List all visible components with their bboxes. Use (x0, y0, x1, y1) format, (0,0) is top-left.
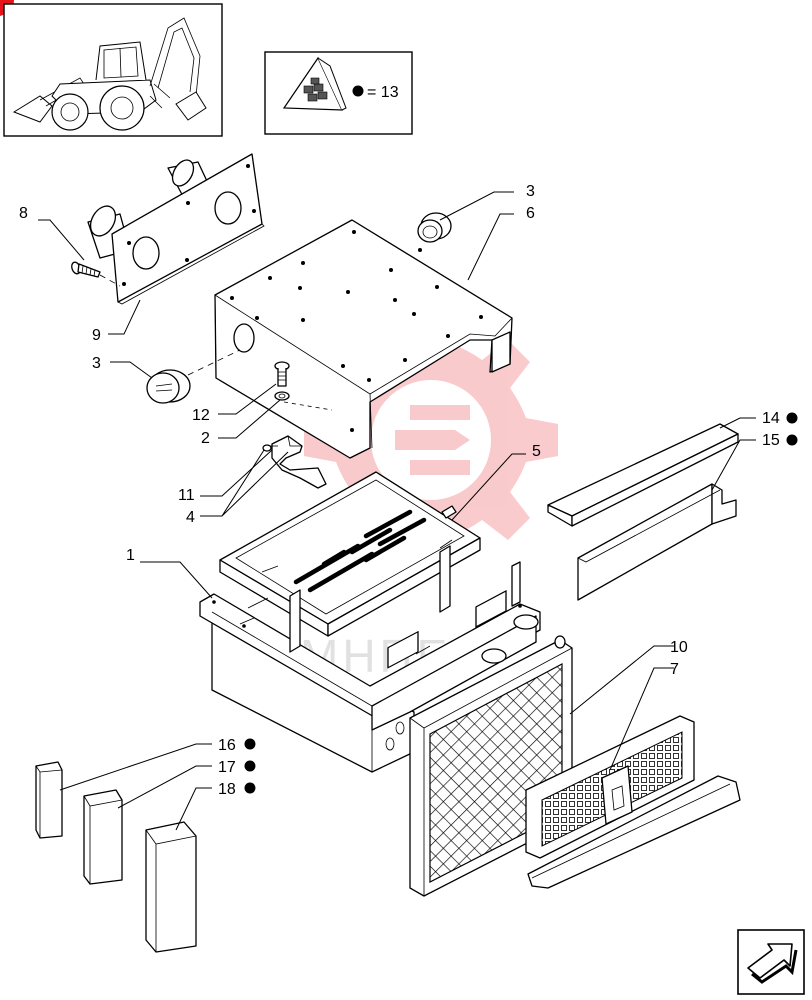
callout-16: 16 (218, 737, 236, 754)
machine-thumbnail (3, 3, 223, 137)
bullet-icon (244, 782, 256, 794)
part-3-grommet-left (146, 349, 241, 404)
callout-2: 2 (201, 430, 210, 447)
part-14-pad (547, 423, 739, 527)
callout-15: 15 (762, 432, 780, 449)
backhoe-loader-icon (12, 17, 207, 131)
part-16-block (35, 761, 63, 839)
legend-value: = 13 (367, 84, 399, 101)
part-18-block (145, 821, 197, 953)
part-7-grill (525, 715, 741, 889)
callout-5: 5 (532, 443, 541, 460)
part-9-plate (87, 153, 265, 305)
callout-1: 1 (126, 547, 135, 564)
part-3-grommet-top (417, 212, 452, 243)
callout-labels: 8 9 3 3 6 12 2 11 4 5 1 14 15 10 7 16 17… (19, 183, 798, 798)
bullet-icon (244, 738, 256, 750)
part-2-washer (274, 391, 333, 411)
callout-4: 4 (186, 509, 195, 526)
part-12-bolt (274, 361, 290, 387)
kit-box-icon (282, 56, 347, 111)
bullet-icon (352, 85, 364, 97)
callout-3-top: 3 (526, 183, 535, 200)
callout-9: 9 (92, 327, 101, 344)
bullet-icon (244, 760, 256, 772)
part-17-block (83, 789, 123, 885)
callout-17: 17 (218, 759, 236, 776)
part-11-latch (262, 435, 327, 489)
callout-3-left: 3 (92, 355, 101, 372)
next-page-arrow-icon (747, 943, 798, 984)
leader-lines (38, 191, 756, 831)
callout-7: 7 (670, 661, 679, 678)
part-8-bolt (71, 261, 121, 287)
callout-6: 6 (526, 205, 535, 222)
part-15-pad (577, 483, 737, 601)
callout-10: 10 (670, 639, 688, 656)
callout-12: 12 (192, 407, 210, 424)
next-page-button[interactable] (737, 929, 805, 995)
callout-14: 14 (762, 410, 780, 427)
callout-18: 18 (218, 781, 236, 798)
part-6-cover (214, 219, 513, 459)
part-1-battery-box (199, 545, 541, 773)
kit-legend: = 13 (264, 51, 413, 135)
bullet-icon (786, 412, 798, 424)
callout-8: 8 (19, 205, 28, 222)
callout-11: 11 (178, 487, 195, 504)
bullet-icon (786, 434, 798, 446)
